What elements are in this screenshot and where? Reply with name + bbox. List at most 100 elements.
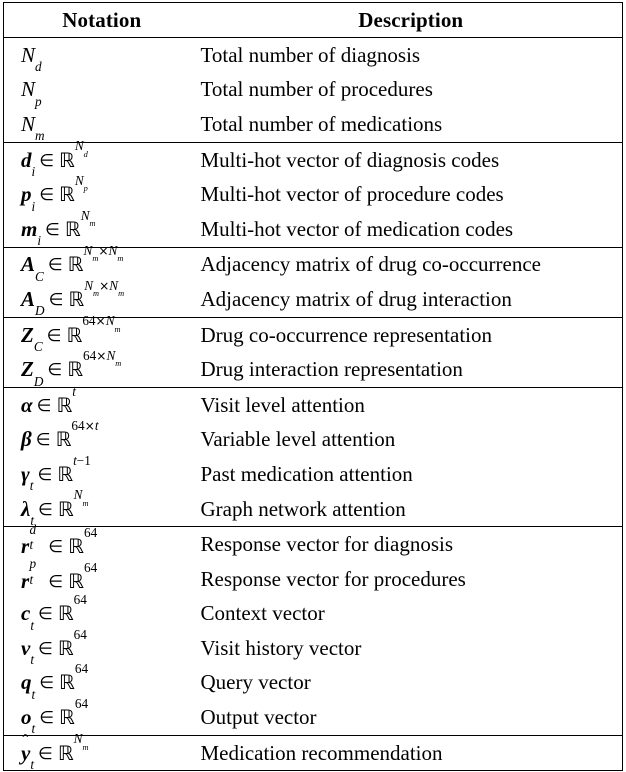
notation-cell: ZC∈ℝ64×Nm (3, 313, 188, 354)
element-of-icon: ∈ (39, 673, 54, 694)
description-text: Visit history vector (200, 635, 362, 660)
table-row: qt∈ℝ64 Query vector (4, 661, 623, 702)
description-cell: Visit level attention (187, 386, 623, 423)
hat-accent-icon: ˆ (22, 730, 29, 751)
description-cell: Output vector (188, 700, 623, 735)
description-text: Context vector (200, 601, 325, 626)
notation-math-qt: qt∈ℝ64 (21, 661, 89, 702)
element-of-icon: ∈ (48, 289, 64, 310)
table-body: Nd Total number of diagnosis Np Total nu… (3, 38, 623, 772)
element-of-icon: ∈ (39, 708, 54, 729)
notation-math-Nd: Nd (21, 42, 42, 75)
notation-math-ZC: ZC∈ℝ64×Nm (21, 313, 121, 354)
notation-cell: γt∈ℝt−1 (4, 452, 188, 494)
notation-math-lambda-t: λt∈ℝNm (21, 487, 89, 528)
description-text: Past medication attention (200, 461, 413, 486)
notation-cell: mi∈ℝNm (4, 207, 188, 249)
description-text: Medication recommendation (200, 740, 443, 765)
description-text: Multi-hot vector of medication codes (200, 216, 514, 241)
element-of-icon: ∈ (45, 219, 60, 240)
notation-math-alpha: α∈ℝt (21, 383, 76, 417)
notation-math-di: di∈ℝNd (21, 138, 88, 179)
notation-math-AC: AC∈ℝNm×Nm (21, 243, 124, 284)
element-of-icon: ∈ (39, 185, 54, 206)
table-row: pi∈ℝNp Multi-hot vector of procedure cod… (4, 172, 623, 214)
notation-cell: ot∈ℝ64 (4, 697, 188, 736)
description-text: Output vector (200, 705, 317, 730)
table-header: Notation Description (3, 2, 623, 38)
description-text: Total number of diagnosis (200, 42, 421, 67)
notation-cell: di∈ℝNd (3, 138, 188, 179)
description-cell: Response vector for diagnosis (187, 526, 623, 562)
notation-cell: AD∈ℝNm×Nm (4, 279, 188, 318)
table-row: AC∈ℝNm×Nm Adjacency matrix of drug co-oc… (3, 243, 623, 284)
notation-cell: qt∈ℝ64 (4, 661, 188, 702)
element-of-icon: ∈ (46, 325, 62, 346)
notation-math-ct: ct∈ℝ64 (21, 592, 87, 633)
table-row: di∈ℝNd Multi-hot vector of diagnosis cod… (3, 138, 623, 179)
description-cell: Visit history vector (188, 631, 623, 666)
notation-table: Notation Description Nd Total number of … (3, 2, 623, 772)
description-cell: Query vector (188, 666, 623, 701)
description-cell: Past medication attention (188, 457, 623, 492)
description-cell: Variable level attention (188, 423, 623, 458)
table-row: ct∈ℝ64 Context vector (4, 592, 623, 633)
element-of-icon: ∈ (48, 571, 64, 592)
description-text: Query vector (200, 670, 311, 695)
notation-math-gamma-t: γt∈ℝt−1 (21, 452, 91, 494)
description-text: Graph network attention (200, 496, 406, 521)
notation-math-Np: Np (21, 77, 42, 109)
table-row: νt∈ℝ64 Visit history vector (4, 626, 623, 668)
notation-cell: β∈ℝ64×t (4, 419, 188, 458)
notation-cell: Nd (4, 38, 188, 73)
notation-math-vt: νt∈ℝ64 (21, 626, 87, 668)
description-text: Adjacency matrix of drug co-occurrence (200, 252, 542, 277)
description-text: Variable level attention (200, 427, 396, 452)
element-of-icon: ∈ (37, 464, 53, 485)
description-text: Multi-hot vector of procedure codes (200, 182, 504, 207)
description-cell: Drug interaction representation (188, 352, 623, 387)
element-of-icon: ∈ (48, 537, 64, 558)
element-of-icon: ∈ (39, 150, 54, 171)
table-row: AD∈ℝNm×Nm Adjacency matrix of drug inter… (4, 279, 623, 318)
header-cell-description: Description (187, 2, 623, 38)
table-row: λt∈ℝNm Graph network attention (4, 487, 623, 528)
element-of-icon: ∈ (47, 360, 63, 381)
table-row: γt∈ℝt−1 Past medication attention (4, 452, 623, 494)
element-of-icon: ∈ (47, 255, 63, 276)
table-row: Nm Total number of medications (4, 107, 623, 142)
description-cell: Response vector for procedures (188, 562, 623, 597)
description-text: Adjacency matrix of drug interaction (200, 286, 512, 311)
description-text: Drug interaction representation (200, 357, 463, 382)
notation-cell: νt∈ℝ64 (4, 626, 188, 668)
table-row: β∈ℝ64×t Variable level attention (4, 419, 623, 458)
element-of-icon: ∈ (38, 743, 53, 764)
description-text: Response vector for diagnosis (200, 532, 454, 557)
description-cell: Adjacency matrix of drug co-occurrence (187, 246, 623, 283)
notation-cell: Nm (4, 107, 188, 142)
description-text: Visit level attention (200, 392, 365, 417)
header-label-description: Description (358, 8, 464, 32)
notation-math-ZD: ZD∈ℝ64×Nm (21, 347, 122, 389)
element-of-icon: ∈ (38, 638, 53, 659)
notation-math-mi: mi∈ℝNm (21, 207, 96, 249)
description-cell: Multi-hot vector of diagnosis codes (187, 141, 623, 178)
description-cell: Medication recommendation (187, 734, 623, 771)
description-cell: Total number of procedures (188, 73, 623, 108)
notation-cell: α∈ℝt (3, 383, 188, 423)
table-row: ot∈ℝ64 Output vector (4, 697, 623, 736)
table-row: mi∈ℝNm Multi-hot vector of medication co… (4, 207, 623, 249)
table-row: Np Total number of procedures (4, 73, 623, 108)
header-cell-notation: Notation (3, 2, 188, 38)
notation-math-pi: pi∈ℝNp (21, 172, 88, 214)
element-of-icon: ∈ (38, 499, 53, 520)
